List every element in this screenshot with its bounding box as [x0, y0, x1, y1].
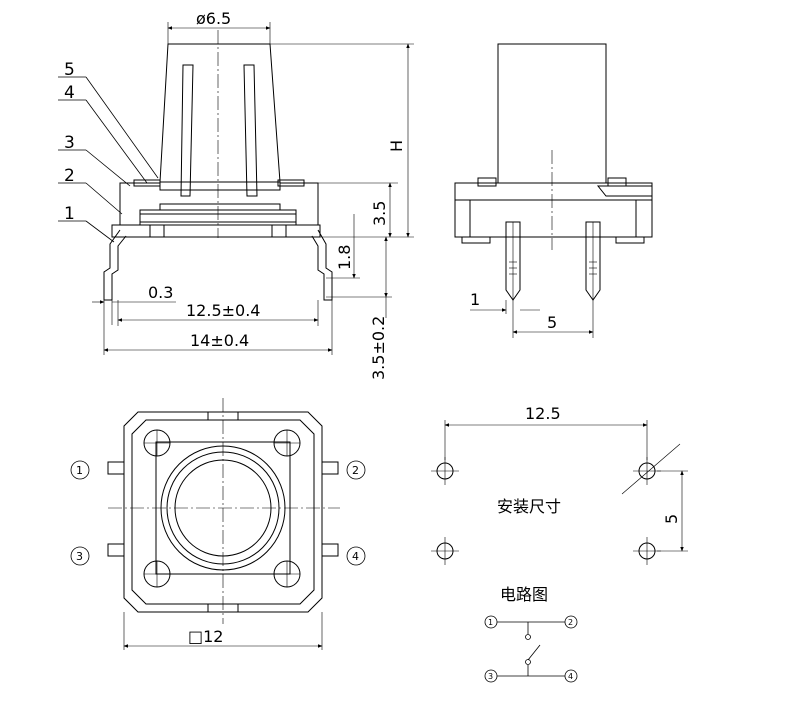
dim-height: H	[387, 140, 406, 152]
mounting-label: 安装尺寸	[497, 497, 561, 516]
lead-right	[311, 229, 333, 301]
dim-lead-length: 3.5±0.2	[369, 316, 388, 380]
callout-3: 3	[64, 133, 75, 153]
circuit-pin-3: 3	[488, 672, 493, 681]
actuator-cap	[159, 43, 281, 183]
pin-left	[505, 221, 521, 301]
pin-right	[585, 221, 601, 301]
front-section-view: 5 4 3 2 1 ø6.5 H 3.5 1.8 3.5±0.2 0	[58, 9, 414, 380]
circuit-diagram: 电路图 1 2 3 4	[484, 585, 578, 683]
circuit-pin-2: 2	[568, 618, 573, 627]
cover-plate	[133, 179, 161, 187]
callout-5: 5	[64, 60, 75, 80]
dim-lead-gap: 0.3	[148, 283, 173, 302]
mounting-pattern: 12.5 5 安装尺寸	[431, 404, 688, 565]
dim-cap-diameter: ø6.5	[196, 9, 231, 28]
dim-outer-span: 14±0.4	[190, 331, 249, 350]
dim-mount-y: 5	[662, 514, 681, 524]
cap-slot-left	[180, 64, 194, 197]
lead-left	[103, 229, 127, 301]
circuit-label: 电路图	[500, 585, 548, 604]
circuit-pin-4: 4	[568, 672, 573, 681]
callout-2: 2	[64, 166, 75, 186]
cap-slot-right	[243, 64, 258, 197]
base	[111, 224, 321, 238]
dim-lead-height: 1.8	[335, 245, 354, 270]
dim-pin-width: 1	[470, 290, 480, 309]
callout-4: 4	[64, 83, 75, 103]
pin-label-2: 2	[352, 464, 359, 477]
dim-pin-pitch: 5	[547, 313, 557, 332]
pin-label-1: 1	[76, 464, 83, 477]
side-view: 1 5	[454, 43, 653, 338]
dim-mount-x: 12.5	[525, 404, 561, 423]
dim-body-height: 3.5	[370, 201, 389, 226]
callout-1: 1	[64, 204, 75, 224]
corner-holes	[143, 429, 301, 588]
dim-body-square: □12	[188, 627, 223, 646]
pin-label-3: 3	[76, 550, 83, 563]
top-view: 1 2 3 4 □12	[70, 398, 366, 650]
pin-label-4: 4	[352, 550, 359, 563]
dim-inner-span: 12.5±0.4	[186, 301, 260, 320]
circuit-pin-1: 1	[488, 618, 493, 627]
